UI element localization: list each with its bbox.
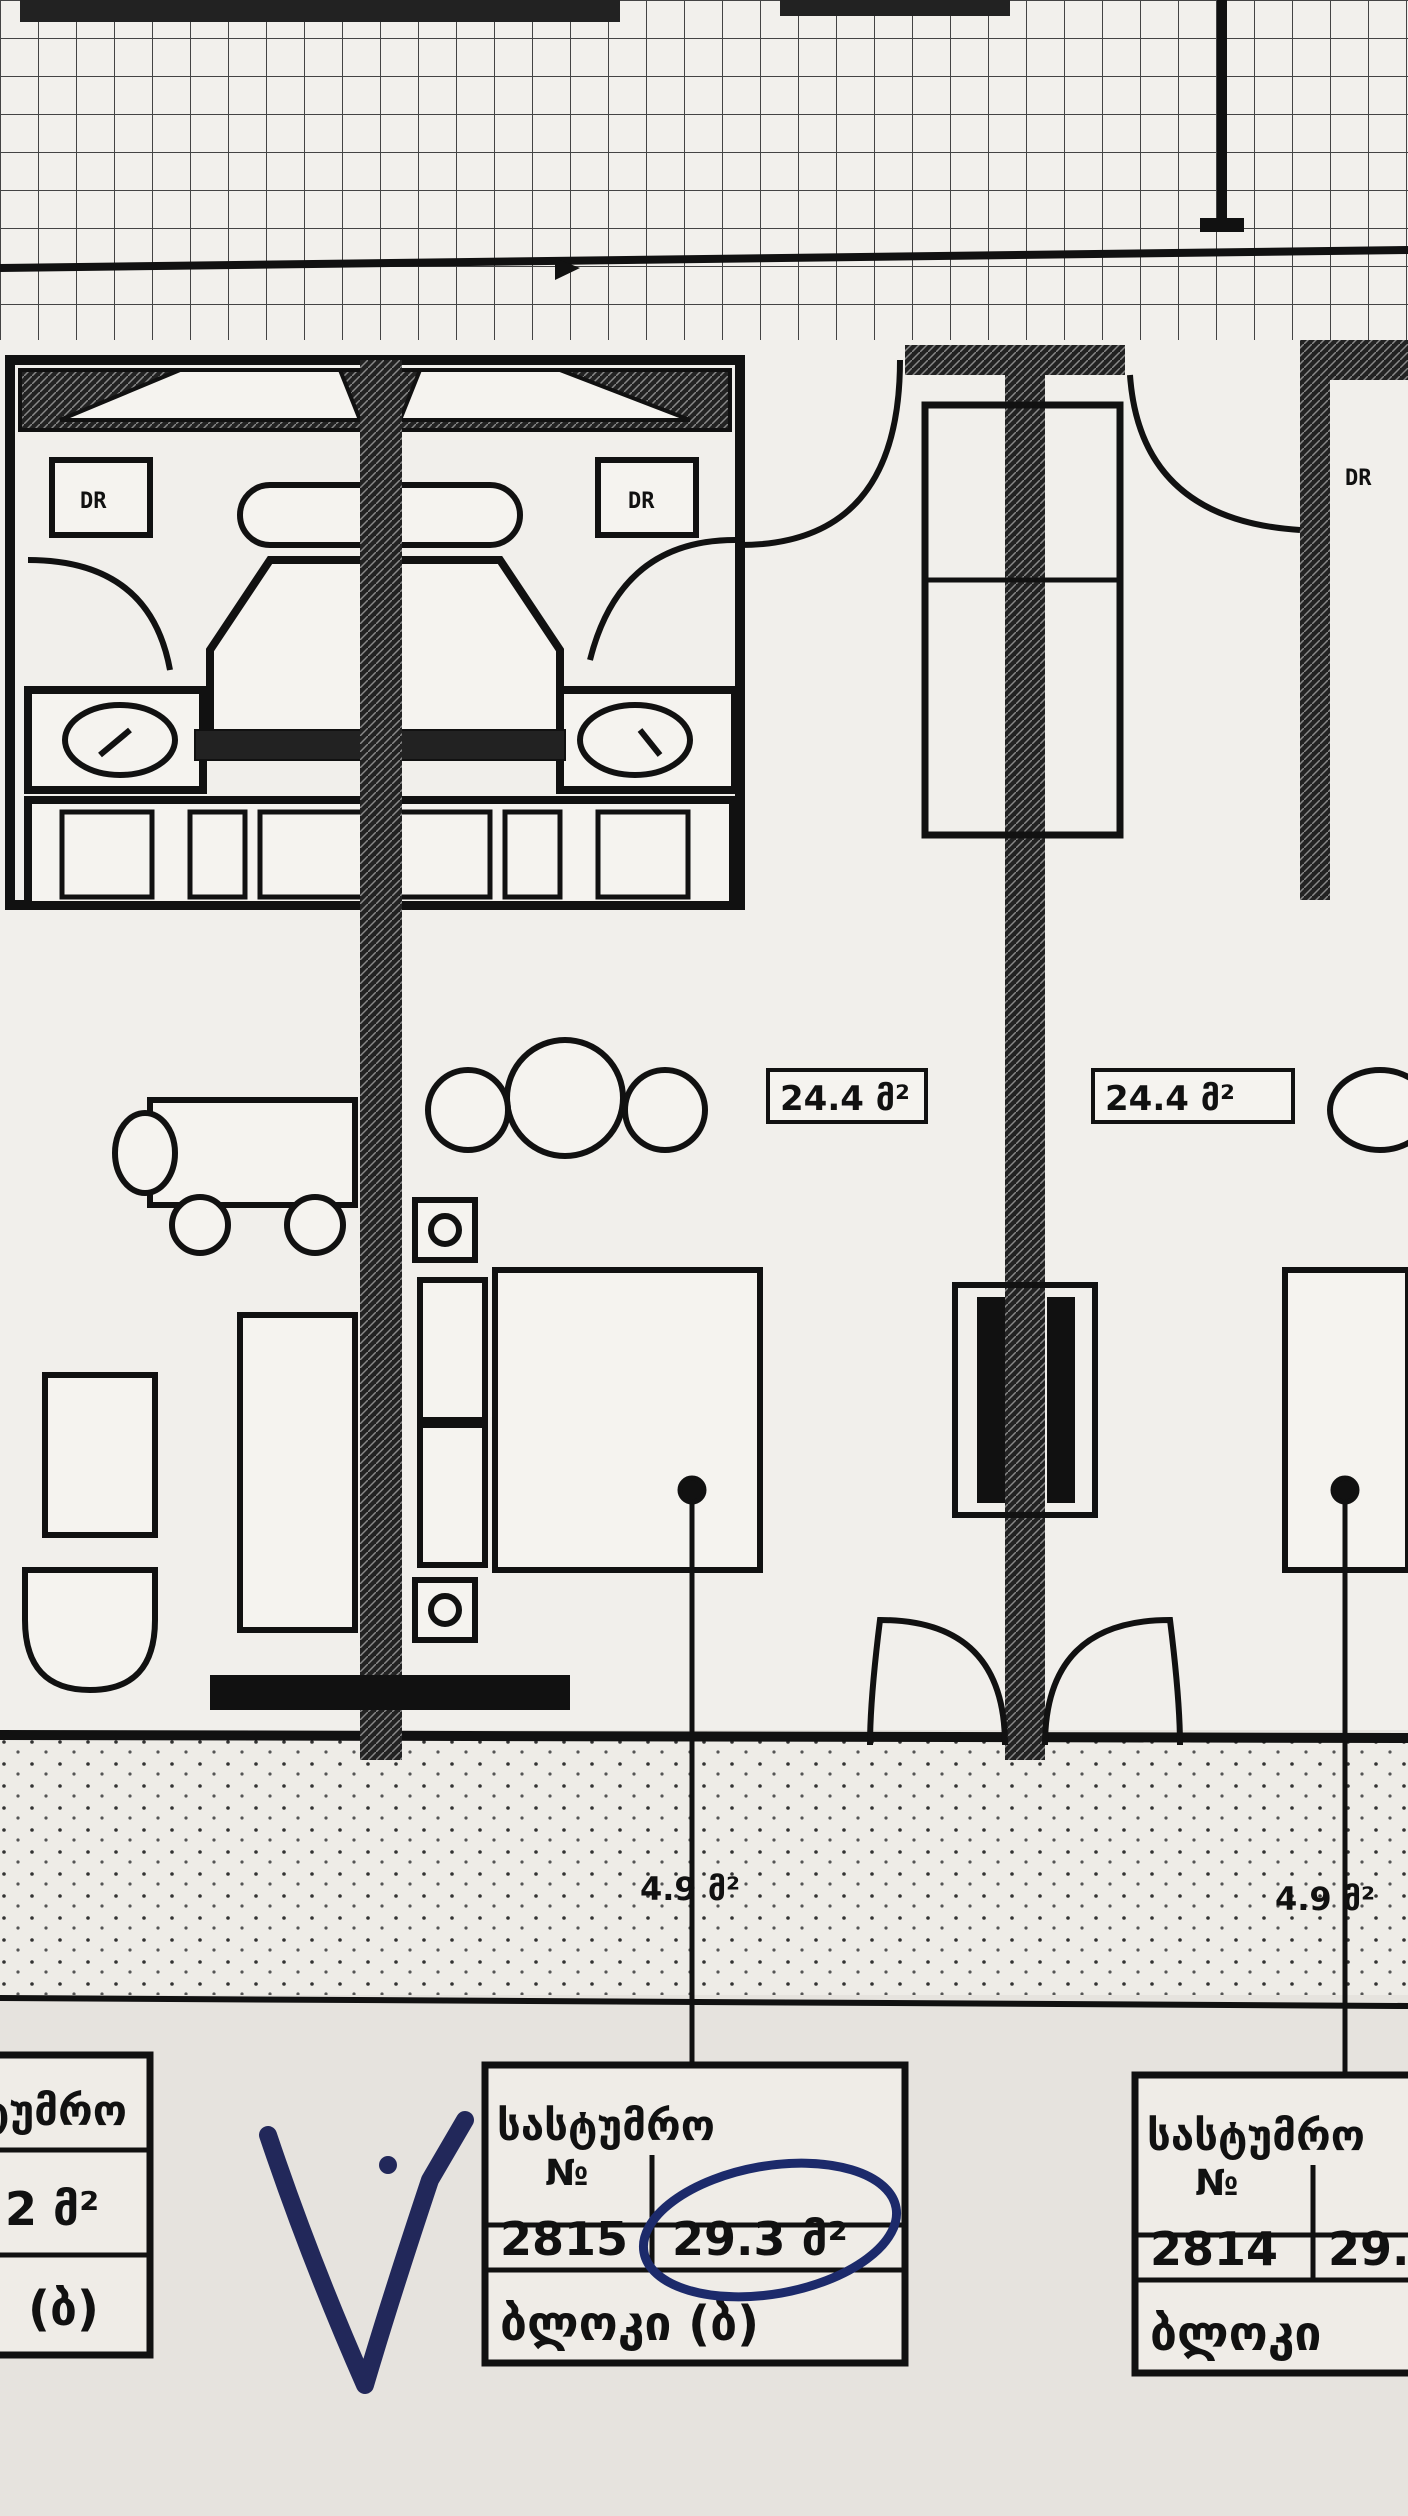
balcony-area-label: 4.9 მ² — [1275, 1880, 1375, 1918]
room-card-heading: სასტუმრო — [497, 2101, 715, 2150]
room-area-label: 24.4 მ² — [1105, 1079, 1235, 1119]
room-number: 2815 — [500, 2212, 628, 2266]
checkmark-text: V — [300, 2299, 301, 2301]
furniture — [22, 1037, 1408, 1694]
partition-walls — [210, 340, 1408, 1760]
fixture-label: DR — [628, 489, 655, 514]
leader-lines — [677, 1475, 1360, 2075]
corridor-grid — [0, 0, 1408, 350]
room-status: (ბ) — [28, 2281, 99, 2337]
room-number-sign: № — [545, 2153, 588, 2194]
doors — [739, 359, 1301, 1746]
fixture-label: DR — [80, 489, 107, 514]
room-number-sign: № — [1195, 2163, 1238, 2204]
room-card: სასტუმრო № 2814 29. ბლოკი — [1131, 2071, 1408, 2377]
room-card-heading: ტუმრო — [0, 2086, 127, 2135]
balcony-area-label: 4.9 მ² — [640, 1870, 740, 1908]
fixture-label: DR — [1345, 466, 1372, 491]
room-area: 29. — [1328, 2222, 1408, 2276]
room-card-partial: ტუმრო 2 მ² (ბ) — [0, 2051, 154, 2359]
room-status: ბლოკი — [1150, 2306, 1321, 2362]
room-card-heading: სასტუმრო — [1147, 2111, 1365, 2160]
room-area-label: 24.4 მ² — [780, 1079, 910, 1119]
room-status: ბლოკი (ბ) — [500, 2296, 759, 2352]
room-card: სასტუმრო № 2815 29.3 მ² ბლოკი (ბ) — [481, 2061, 909, 2367]
room-area: 29.3 მ² — [672, 2212, 848, 2266]
room-number: 2814 — [1150, 2222, 1278, 2276]
area-labels: 24.4 მ² 24.4 მ² 4.9 მ² 4.9 მ² DR DR DR — [80, 466, 1375, 1918]
marker-circle — [638, 2158, 902, 2302]
handwritten-checkmark: V — [259, 2111, 474, 2394]
room-area: 2 მ² — [5, 2182, 99, 2236]
